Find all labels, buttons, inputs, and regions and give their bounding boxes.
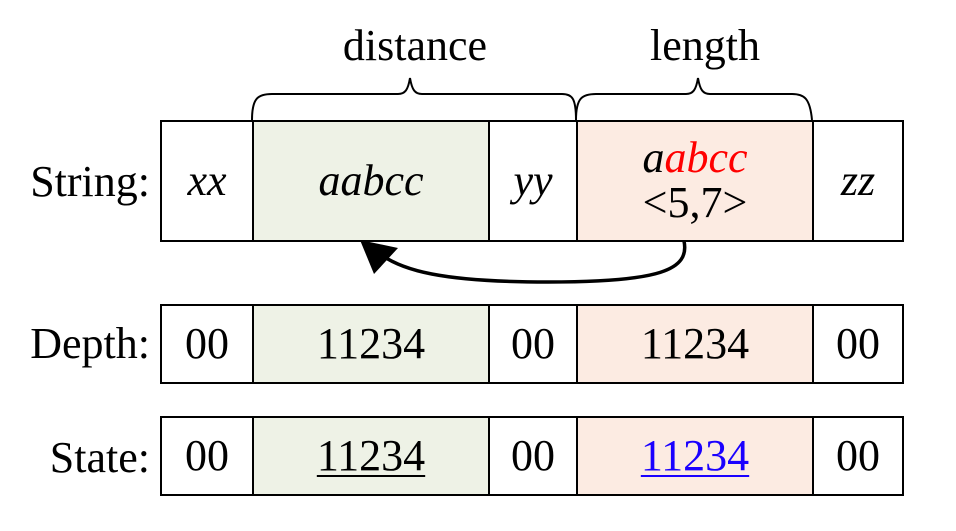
depth-row-label: Depth: bbox=[30, 319, 150, 368]
depth-cell-4: 00 bbox=[812, 304, 904, 384]
string-cell-aabcc: aabcc bbox=[252, 120, 490, 242]
depth-cell-3: 11234 bbox=[576, 304, 814, 384]
reference-stack: aabcc <5,7> bbox=[642, 133, 748, 227]
state-cell-3: 11234 bbox=[576, 416, 814, 496]
state-cell-3-value: 11234 bbox=[640, 431, 750, 480]
reference-text: aabcc bbox=[642, 133, 748, 183]
reference-pair: <5,7> bbox=[642, 178, 748, 227]
state-cell-4: 00 bbox=[812, 416, 904, 496]
string-cell-yy: yy bbox=[488, 120, 578, 242]
distance-brace bbox=[251, 77, 577, 121]
depth-cell-1: 11234 bbox=[252, 304, 490, 384]
string-row-label: String: bbox=[30, 157, 150, 206]
length-label: length bbox=[650, 21, 760, 70]
depth-cell-0: 00 bbox=[160, 304, 254, 384]
string-cell-reference: aabcc <5,7> bbox=[576, 120, 814, 242]
depth-cell-2: 00 bbox=[488, 304, 578, 384]
reference-highlighted-chars: abcc bbox=[664, 133, 748, 183]
arrowhead-icon bbox=[360, 240, 398, 274]
length-brace bbox=[575, 77, 813, 121]
string-cell-zz: zz bbox=[812, 120, 904, 242]
reference-first-char: a bbox=[642, 133, 665, 183]
distance-label: distance bbox=[342, 21, 488, 70]
state-cell-1: 11234 bbox=[252, 416, 490, 496]
string-cell-xx: xx bbox=[160, 120, 254, 242]
state-cell-2: 00 bbox=[488, 416, 578, 496]
back-reference-arrow bbox=[378, 240, 687, 284]
state-cell-1-value: 11234 bbox=[316, 431, 426, 480]
state-cell-0: 00 bbox=[160, 416, 254, 496]
state-row-label: State: bbox=[49, 433, 150, 482]
